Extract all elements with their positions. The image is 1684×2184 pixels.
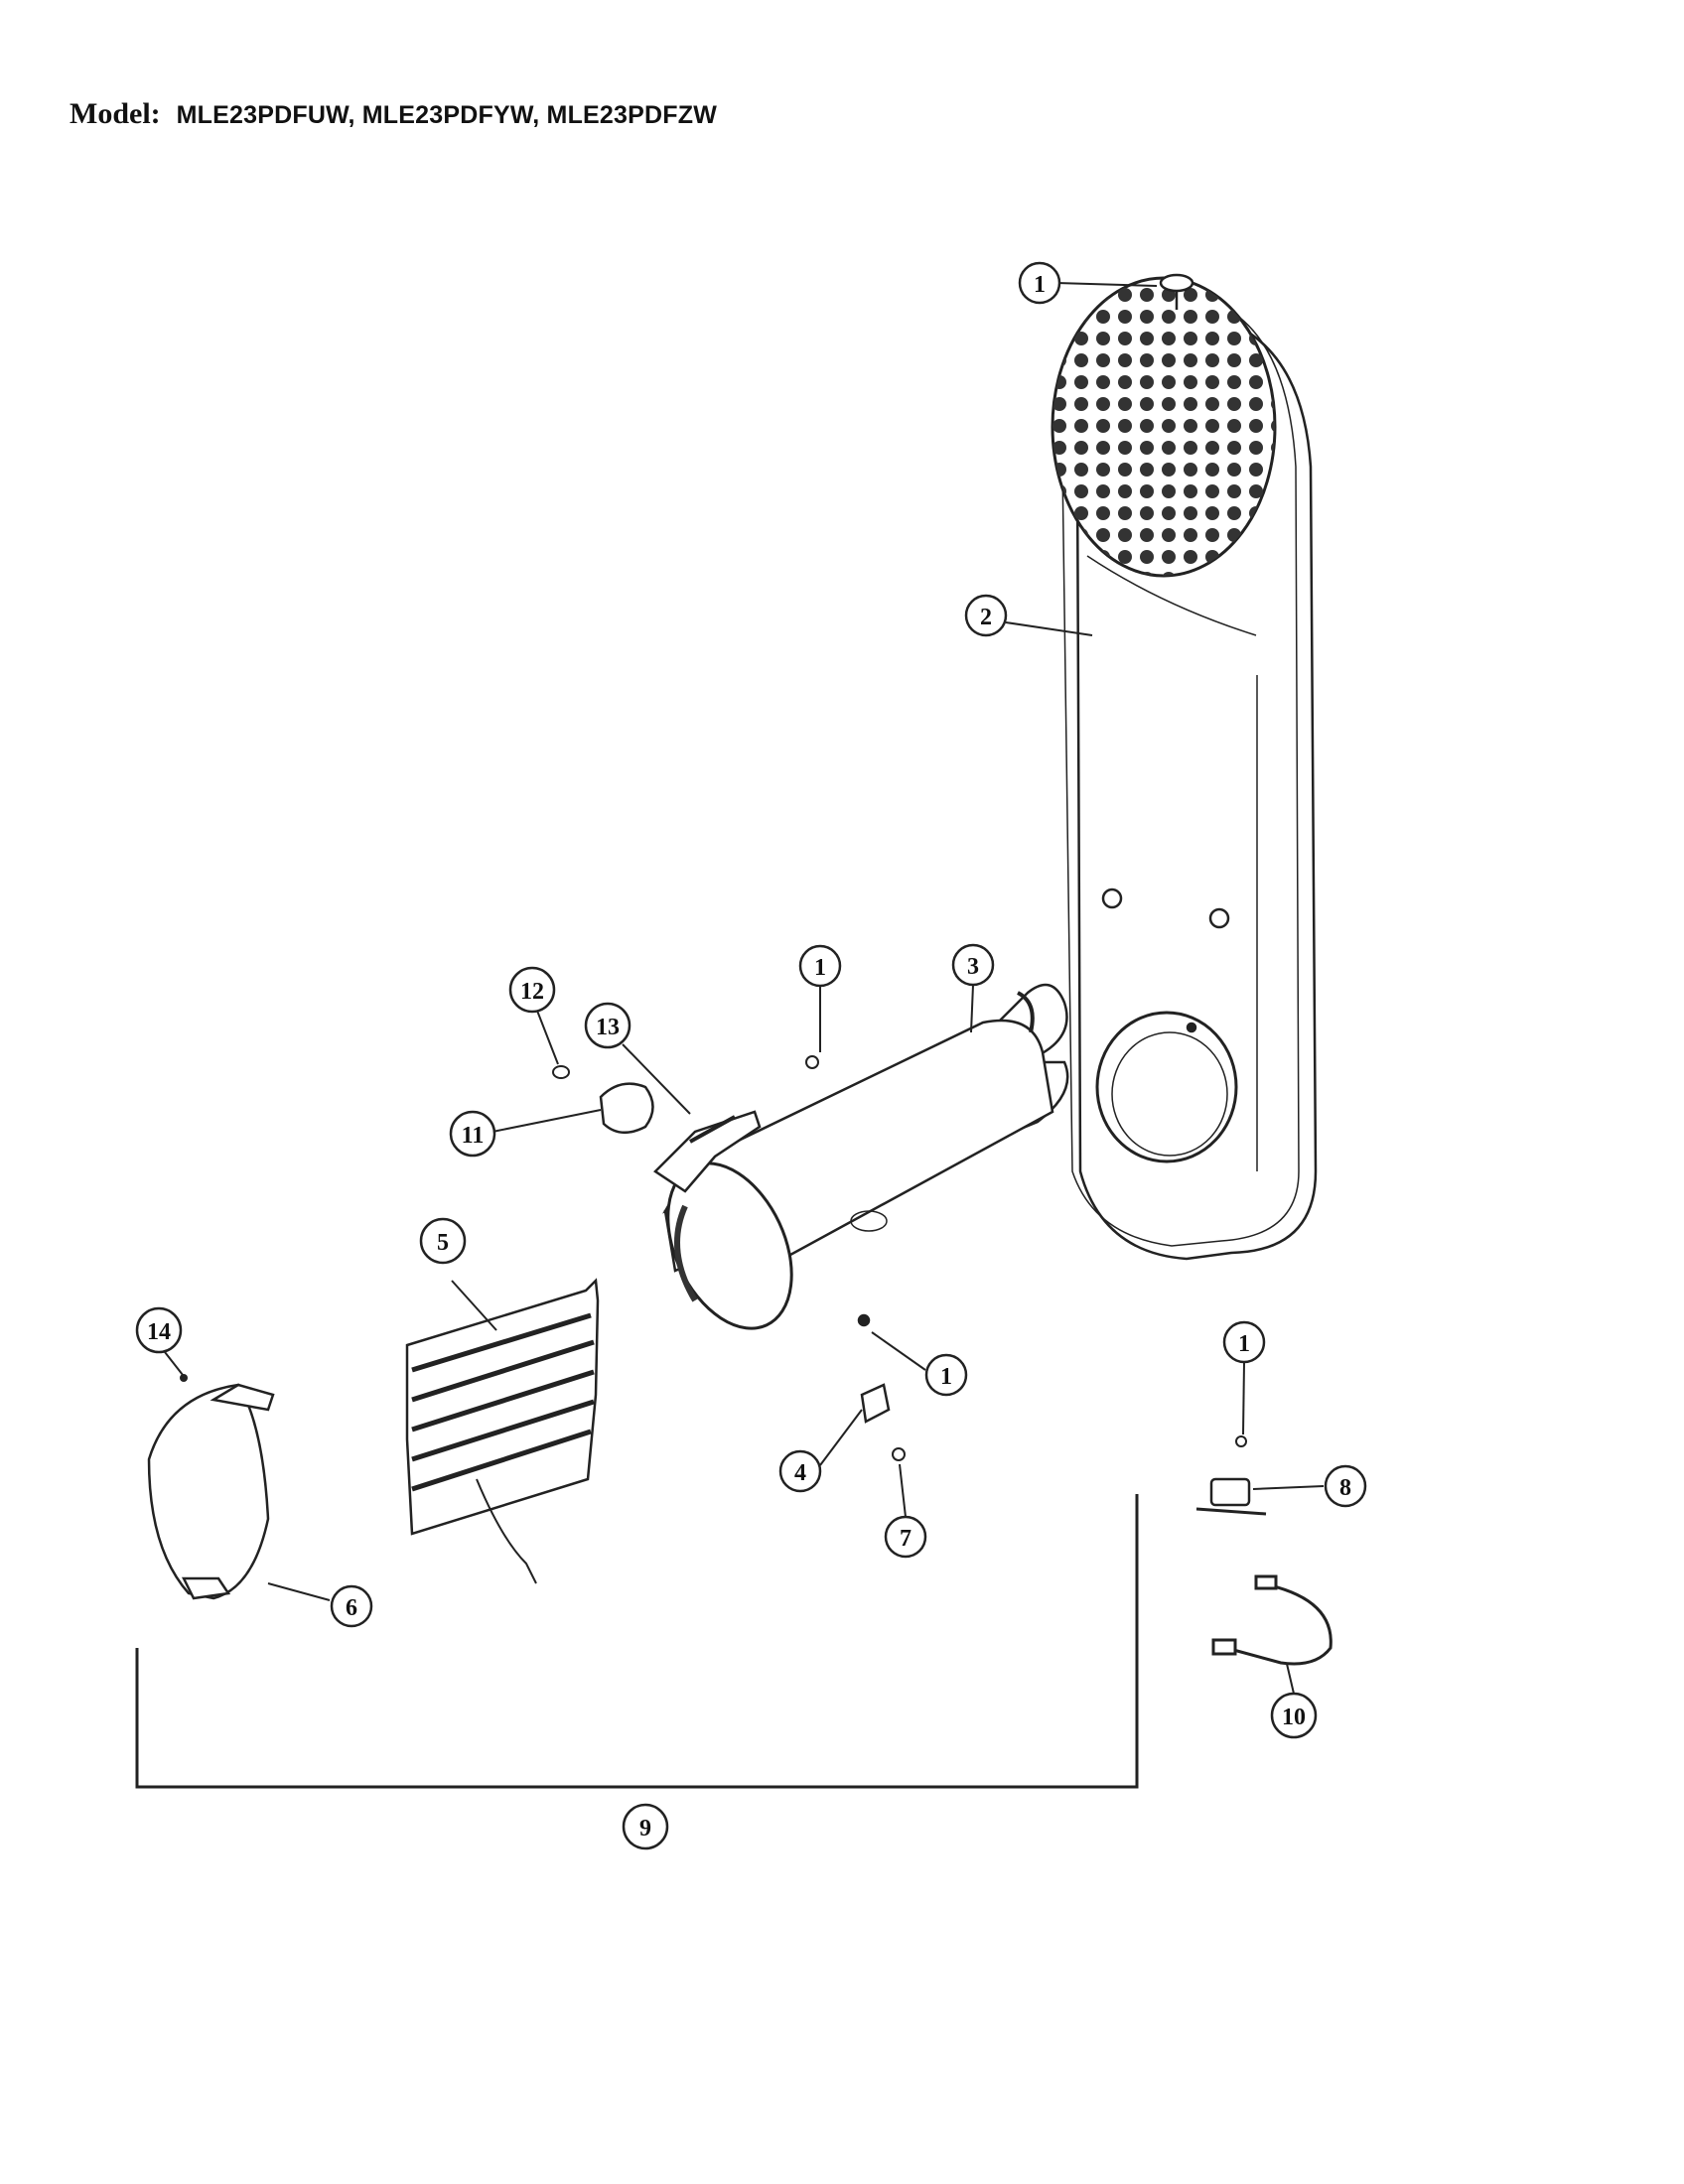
heating-element-5 (405, 1278, 600, 1584)
callout-2: 2 (964, 594, 1008, 637)
svg-text:13: 13 (596, 1015, 620, 1040)
callout-10: 10 (1270, 1692, 1318, 1739)
model-label: Model: (70, 97, 161, 130)
callout-8: 8 (1324, 1464, 1367, 1508)
bracket-13 (653, 1110, 762, 1193)
screw-top (1159, 273, 1194, 310)
clip-4 (860, 1383, 891, 1424)
callout-5: 5 (419, 1217, 467, 1265)
screw-heater-top (805, 1055, 819, 1069)
callout-9: 9 (622, 1803, 669, 1850)
callout-13: 13 (584, 1002, 632, 1049)
leader-lines (164, 282, 1325, 1695)
svg-text:1: 1 (1238, 1331, 1250, 1357)
callout-3: 3 (951, 943, 995, 987)
callout-14: 14 (135, 1306, 183, 1354)
screw-7 (892, 1447, 906, 1461)
svg-text:10: 10 (1282, 1705, 1306, 1730)
heater-housing (662, 983, 1069, 1330)
callout-11: 11 (449, 1110, 496, 1158)
thermostat-11 (599, 1082, 654, 1134)
svg-text:1: 1 (1034, 272, 1046, 298)
svg-text:4: 4 (794, 1460, 806, 1486)
callout-1-heater-bottom: 1 (924, 1353, 968, 1397)
callout-12: 12 (508, 966, 556, 1014)
callout-1-right: 1 (1222, 1320, 1266, 1364)
cover-6 (147, 1383, 275, 1600)
svg-text:6: 6 (346, 1595, 357, 1621)
svg-text:5: 5 (437, 1230, 449, 1256)
svg-text:9: 9 (639, 1816, 651, 1842)
svg-text:8: 8 (1339, 1475, 1351, 1501)
svg-text:1: 1 (814, 955, 826, 981)
callout-6: 6 (330, 1584, 373, 1628)
screw-right (1235, 1435, 1247, 1447)
duct-housing (1051, 276, 1318, 1261)
callout-7: 7 (884, 1515, 927, 1559)
svg-text:7: 7 (900, 1526, 912, 1552)
model-numbers: MLE23PDFUW, MLE23PDFYW, MLE23PDFZW (176, 101, 717, 129)
model-header: Model: MLE23PDFUW, MLE23PDFYW, MLE23PDFZ… (70, 97, 717, 131)
svg-text:14: 14 (147, 1319, 171, 1345)
thermal-fuse-8 (1195, 1477, 1267, 1516)
assembly-bracket-9 (135, 1494, 1139, 1789)
svg-text:12: 12 (520, 979, 544, 1005)
svg-text:11: 11 (462, 1123, 485, 1149)
callout-4: 4 (778, 1449, 822, 1493)
svg-text:1: 1 (940, 1364, 952, 1390)
screw-14 (180, 1374, 188, 1382)
wire-harness-10 (1211, 1574, 1333, 1666)
svg-text:3: 3 (967, 954, 979, 980)
callout-1-heater: 1 (798, 944, 842, 988)
callout-1-top: 1 (1018, 261, 1061, 305)
screw-12 (552, 1065, 570, 1079)
svg-text:2: 2 (980, 605, 992, 630)
